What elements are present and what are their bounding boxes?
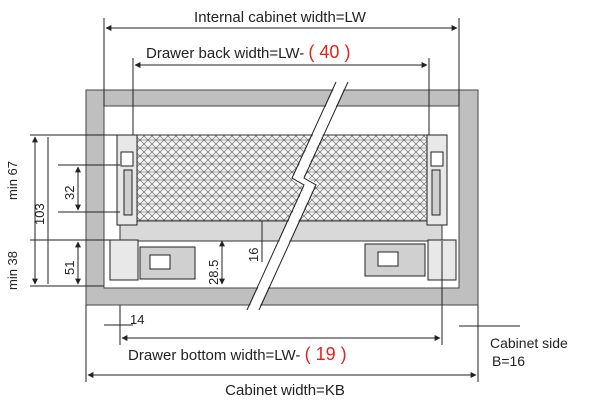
bottom-width-value: ( 19 ) [305,344,347,364]
cabinet-width-label: Cabinet width=KB [225,382,345,399]
dim-min67: min 67 [5,161,20,200]
dim-16: 16 [246,248,261,262]
drawer-back-panel [132,134,430,222]
internal-width-label: Internal cabinet width=LW [194,9,367,26]
dim-103: 103 [32,203,47,225]
dim-min38: min 38 [5,251,20,290]
bottom-width-label: Drawer bottom width=LW- ( 19 ) [128,344,347,364]
dim-32: 32 [62,186,77,200]
dim-28-5: 28.5 [206,260,221,285]
cabinet-side-label-2: B=16 [492,353,525,369]
dim-14: 14 [130,312,144,327]
break-lines [246,80,349,312]
back-width-value: ( 40 ) [308,42,350,62]
left-drawer-side [109,134,196,281]
bottom-width-prefix: Drawer bottom width=LW- [128,347,300,364]
back-width-label: Drawer back width=LW- ( 40 ) [146,42,350,62]
dim-51: 51 [62,261,77,275]
back-width-prefix: Drawer back width=LW- [146,45,304,62]
dimension-lines [30,18,520,382]
cabinet-side-label-1: Cabinet side [490,335,568,351]
